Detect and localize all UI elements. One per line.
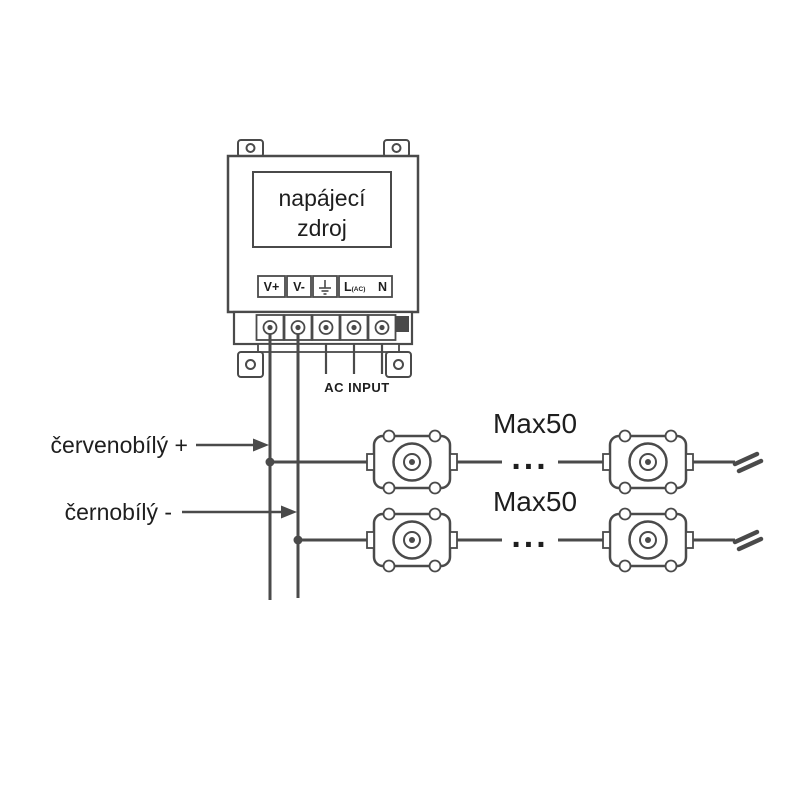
mount-tab-top-right	[383, 139, 410, 158]
terminal-label-l-n: L (AC) N	[339, 276, 392, 297]
power-supply-name-line2: zdroj	[297, 215, 347, 241]
terminal-label-n: N	[377, 279, 387, 294]
led-module	[601, 507, 695, 573]
terminal-box-vminus	[286, 275, 312, 298]
terminal-label-l: L	[344, 279, 352, 294]
power-supply-name-line1: napájecí	[278, 185, 366, 211]
terminal-screw	[339, 314, 369, 341]
terminal-box-vplus	[257, 275, 286, 298]
terminal-box-l-n	[338, 275, 393, 298]
positive-label-arrow	[196, 438, 269, 452]
terminal-block-cover	[396, 316, 409, 332]
ac-input-label: AC INPUT	[324, 380, 390, 395]
max50-label-row-1: Max50	[492, 408, 578, 439]
ellipsis-row-1: ...	[511, 439, 549, 477]
junction-dot-positive	[265, 457, 275, 467]
terminal-box-ground	[312, 275, 338, 298]
led-module	[365, 429, 459, 495]
mount-tab-bottom-left	[237, 351, 264, 378]
mount-hole-icon	[391, 143, 402, 153]
cable-end-row-1	[732, 451, 764, 474]
ellipsis-row-2: ...	[511, 517, 549, 555]
power-supply-unit	[226, 139, 420, 378]
terminal-label-l-sub: (AC)	[351, 286, 366, 293]
terminal-screw	[311, 314, 341, 341]
terminal-label-vminus: V-	[293, 279, 305, 294]
junction-dot-negative	[293, 535, 303, 545]
power-supply-body	[226, 154, 420, 314]
ac-input-wires	[324, 344, 384, 374]
terminal-screw	[367, 314, 397, 341]
power-supply-name: napájecí zdroj	[253, 183, 391, 243]
mount-hole-icon	[245, 359, 256, 370]
terminal-label-vplus: V+	[263, 279, 280, 294]
mount-tab-bottom-right	[385, 351, 412, 378]
mount-tab-top-left	[237, 139, 264, 158]
positive-wire-label: červenobílý +	[50, 432, 188, 458]
max50-label-row-2: Max50	[492, 486, 578, 517]
mount-hole-icon	[393, 359, 404, 370]
power-supply-name-box	[252, 171, 392, 248]
led-module	[601, 429, 695, 495]
negative-label-arrow	[182, 505, 297, 519]
negative-wire-label: černobílý -	[64, 499, 172, 525]
wire-clamp-strip	[257, 343, 400, 353]
mount-hole-icon	[245, 143, 256, 153]
cable-end-row-2	[732, 529, 764, 552]
earth-ground-icon	[319, 280, 331, 295]
led-module	[365, 507, 459, 573]
